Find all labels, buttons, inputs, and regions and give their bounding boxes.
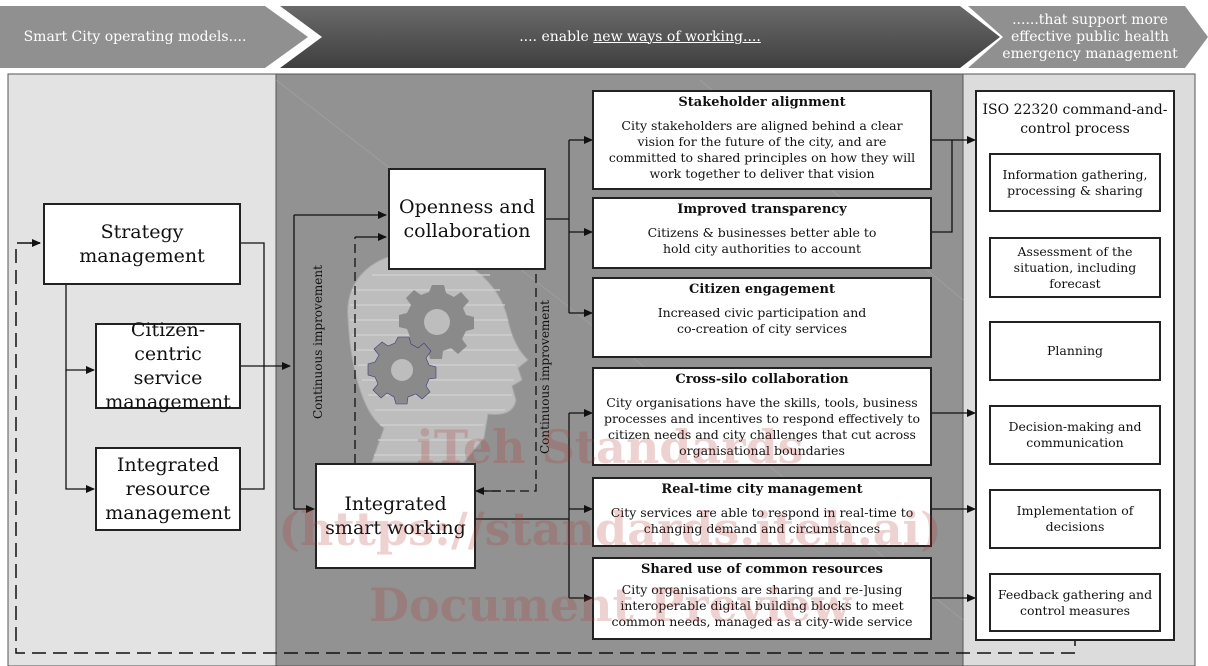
iso-title: ISO 22320 command-and-control process	[982, 102, 1168, 137]
iso-step-decision-making: Decision-making and communication	[989, 405, 1161, 465]
card-body: Citizens & businesses better able to hol…	[647, 225, 877, 256]
iso-step-planning: Planning	[989, 321, 1161, 381]
integrated-smart-working-box: Integrated smart working	[315, 463, 476, 569]
card-cross-silo-collaboration: Cross-silo collaboration City organisati…	[592, 367, 932, 466]
strategy-management-box: Strategy management	[43, 203, 241, 285]
card-title: Real-time city management	[661, 482, 863, 497]
header-chevron-3	[968, 6, 1208, 68]
card-body: City stakeholders are aligned behind a c…	[608, 118, 916, 181]
header-col1-text: Smart City operating models....	[23, 28, 247, 45]
card-title: Improved transparency	[677, 202, 847, 217]
openness-collaboration-box: Openness and collaboration	[388, 168, 546, 270]
card-title: Citizen engagement	[689, 282, 835, 297]
card-shared-use-common-resources: Shared use of common resources City orga…	[592, 557, 932, 640]
header-emergency-management: ......that support more effective public…	[1002, 11, 1178, 62]
openness-connectors	[546, 136, 593, 317]
card-improved-transparency: Improved transparency Citizens & busines…	[592, 197, 932, 269]
card-body: City organisations have the skills, tool…	[604, 395, 920, 458]
card-citizen-engagement: Citizen engagement Increased civic parti…	[592, 277, 932, 358]
citizen-centric-service-box: Citizen-centric service management	[95, 319, 241, 413]
iso-step-assessment: Assessment of the situation, including f…	[989, 237, 1161, 298]
integrated-resource-box: Integrated resource management	[95, 447, 241, 531]
watermark-line-2: (https://standards.iteh.ai)	[278, 502, 942, 556]
iso-step-implementation: Implementation of decisions	[989, 489, 1161, 549]
header-chevron-1	[0, 6, 308, 68]
head-gears-icon	[347, 251, 529, 463]
header-col2-link: new ways of working....	[593, 28, 761, 45]
smart-working-connectors	[476, 409, 593, 602]
continuous-improvement-label-left: Continuous improvement	[311, 265, 325, 419]
card-real-time-city-management: Real-time city management City services …	[592, 477, 932, 547]
watermark-line-3: Document Preview	[369, 578, 851, 632]
left-connectors	[65, 211, 387, 513]
card-title: Stakeholder alignment	[678, 95, 846, 110]
card-body: City organisations are sharing and re-]u…	[611, 582, 913, 629]
card-body: Increased civic participation and co-cre…	[657, 305, 867, 336]
header-chevron-2	[280, 6, 1000, 68]
card-stakeholder-alignment: Stakeholder alignment City stakeholders …	[592, 90, 932, 190]
feedback-loop	[15, 242, 1076, 654]
card-title: Shared use of common resources	[640, 562, 884, 577]
header-operating-models: Smart City operating models....	[10, 22, 260, 52]
card-body: City services are able to respond in rea…	[610, 505, 914, 536]
iso-step-feedback-gathering: Feedback gathering and control measures	[989, 573, 1161, 632]
header-col2-prefix: .... enable	[519, 28, 594, 45]
watermark-line-1: iTeh Standards	[416, 420, 804, 474]
card-title: Cross-silo collaboration	[675, 372, 849, 387]
header-new-ways: .... enable new ways of working....	[330, 22, 950, 52]
cards-to-iso-connectors	[932, 136, 976, 602]
iso-step-information-gathering: Information gathering, processing & shar…	[989, 153, 1161, 212]
